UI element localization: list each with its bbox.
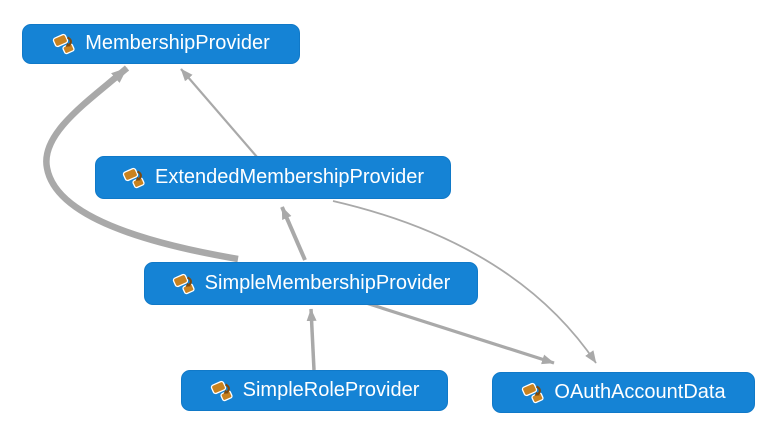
- edge-extendedmembershipprovider-to-oauthaccountdata[interactable]: [332, 200, 597, 364]
- edge-simplemembershipprovider-to-membershipprovider[interactable]: [43, 65, 239, 263]
- node-label: MembershipProvider: [85, 32, 270, 54]
- edge-extendedmembershipprovider-to-membershipprovider[interactable]: [180, 68, 258, 158]
- node-label: SimpleRoleProvider: [242, 378, 420, 401]
- node-membership-provider[interactable]: MembershipProvider: [22, 24, 300, 64]
- node-simple-membership-provider[interactable]: SimpleMembershipProvider: [144, 262, 478, 305]
- class-icon: [122, 167, 145, 188]
- class-icon: [53, 33, 75, 55]
- node-label: SimpleMembershipProvider: [204, 271, 451, 294]
- node-label: OAuthAccountData: [554, 380, 726, 403]
- node-simple-role-provider[interactable]: SimpleRoleProvider: [181, 370, 448, 411]
- edge-simplemembershipprovider-to-oauthaccountdata[interactable]: [365, 301, 555, 365]
- node-label: ExtendedMembershipProvider: [154, 165, 425, 188]
- class-icon: [522, 382, 544, 403]
- class-icon: [210, 380, 233, 401]
- edge-simpleroleprovider-to-simplemembershipprovider[interactable]: [306, 308, 317, 371]
- edge-simplemembershipprovider-to-extendedmembershipprovider[interactable]: [280, 206, 307, 261]
- node-extended-membership-provider[interactable]: ExtendedMembershipProvider: [95, 156, 451, 199]
- class-icon: [172, 273, 195, 294]
- node-oauth-account-data[interactable]: OAuthAccountData: [492, 372, 755, 413]
